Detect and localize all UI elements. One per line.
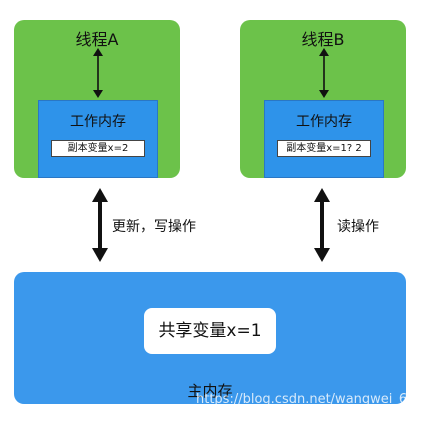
thread-a-box: 线程A 工作内存 副本变量x=2 [14,20,180,178]
thread-b-box: 线程B 工作内存 副本变量x=1? 2 [240,20,406,178]
main-memory-title: 主内存 [187,382,233,400]
thread-b-title: 线程B [301,30,345,49]
thread-a-copy-variable: 副本变量x=2 [51,140,145,157]
thread-b-double-arrow-icon [319,48,329,98]
read-operation-label: 读操作 [337,219,379,235]
thread-a-double-arrow-icon [93,48,103,98]
read-double-arrow-icon [314,188,330,262]
watermark-url: https://blog.csdn.net/wangwei_620 [196,392,424,407]
write-double-arrow-icon [92,188,108,262]
thread-a-title: 线程A [75,30,119,49]
thread-b-work-memory: 工作内存 副本变量x=1? 2 [264,100,384,178]
shared-variable-box: 共享变量x=1 [144,308,276,354]
thread-b-copy-variable: 副本变量x=1? 2 [277,140,371,157]
write-operation-label: 更新，写操作 [112,219,196,235]
thread-b-work-memory-title: 工作内存 [296,114,352,130]
thread-a-work-memory: 工作内存 副本变量x=2 [38,100,158,178]
main-memory-box: 共享变量x=1 主内存 [14,272,406,404]
thread-a-work-memory-title: 工作内存 [70,114,126,130]
